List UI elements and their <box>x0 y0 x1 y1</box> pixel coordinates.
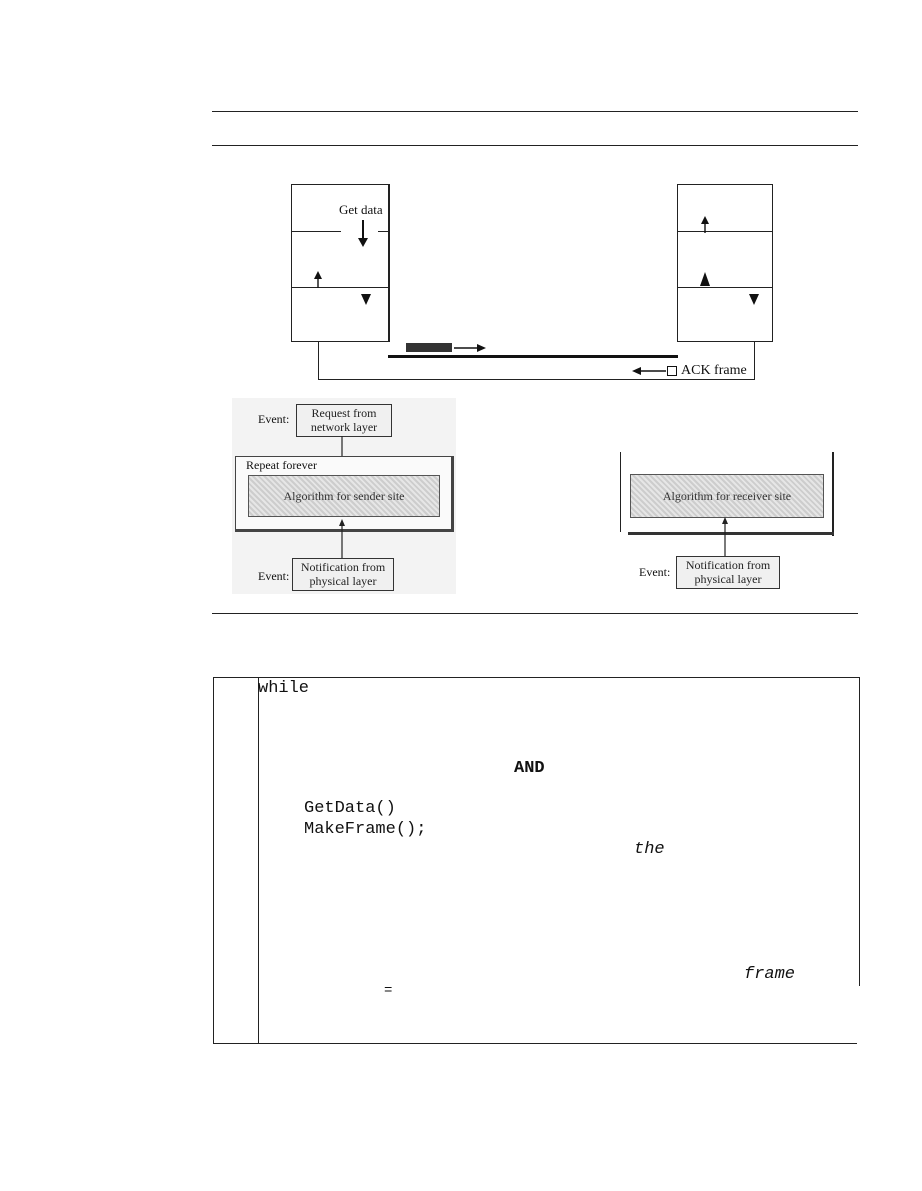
down-arrow-icon <box>749 294 759 305</box>
code-makeframe-call: MakeFrame(); <box>304 820 427 839</box>
notification-from-physical-layer-box: Notification from physical layer <box>676 556 780 589</box>
data-frame-block <box>406 343 452 352</box>
code-assignment-equals: = <box>384 983 393 999</box>
get-data-label: Get data <box>339 202 383 217</box>
down-arrow-icon <box>358 220 368 247</box>
request-from-network-layer-box: Request from network layer <box>296 404 392 437</box>
code-keyword-and: AND <box>514 759 545 778</box>
code-comment-frame: frame <box>744 965 796 984</box>
right-arrow-icon <box>454 344 486 352</box>
sender-algorithm-box: Algorithm for sender site <box>248 475 440 517</box>
code-comment-the: the <box>634 840 665 859</box>
event-label: Event: <box>258 412 290 426</box>
event-label: Event: <box>639 565 671 579</box>
up-arrow-icon <box>701 216 709 233</box>
code-getdata-call: GetData() <box>304 799 396 818</box>
code-listing: while AND GetData() MakeFrame(); the fra… <box>213 677 861 1046</box>
sender-algorithm-panel: Event: Request from network layer Repeat… <box>232 398 456 594</box>
ack-frame-square-icon <box>667 366 677 376</box>
repeat-forever-label: Repeat forever <box>246 458 317 472</box>
up-arrow-icon <box>314 271 322 288</box>
top-rule-2 <box>212 145 858 146</box>
up-arrow-icon <box>700 272 710 286</box>
notification-from-physical-layer-box: Notification from physical layer <box>292 558 394 591</box>
left-arrow-icon <box>632 367 666 375</box>
code-keyword-while: while <box>258 679 310 698</box>
ack-frame-label: ACK frame <box>681 363 747 378</box>
top-rule-1 <box>212 111 858 112</box>
event-label: Event: <box>258 569 290 583</box>
figure-bottom-rule <box>212 613 858 614</box>
repeat-forever-frame: Repeat forever Algorithm for sender site <box>235 456 454 532</box>
line-number-gutter-divider <box>258 678 259 1043</box>
receiver-algorithm-box: Algorithm for receiver site <box>630 474 824 518</box>
down-arrow-icon <box>361 294 371 305</box>
up-arrow-icon <box>339 519 345 558</box>
receiver-algorithm-panel: Algorithm for receiver site Event: Notif… <box>620 452 834 594</box>
up-arrow-icon <box>722 517 728 556</box>
